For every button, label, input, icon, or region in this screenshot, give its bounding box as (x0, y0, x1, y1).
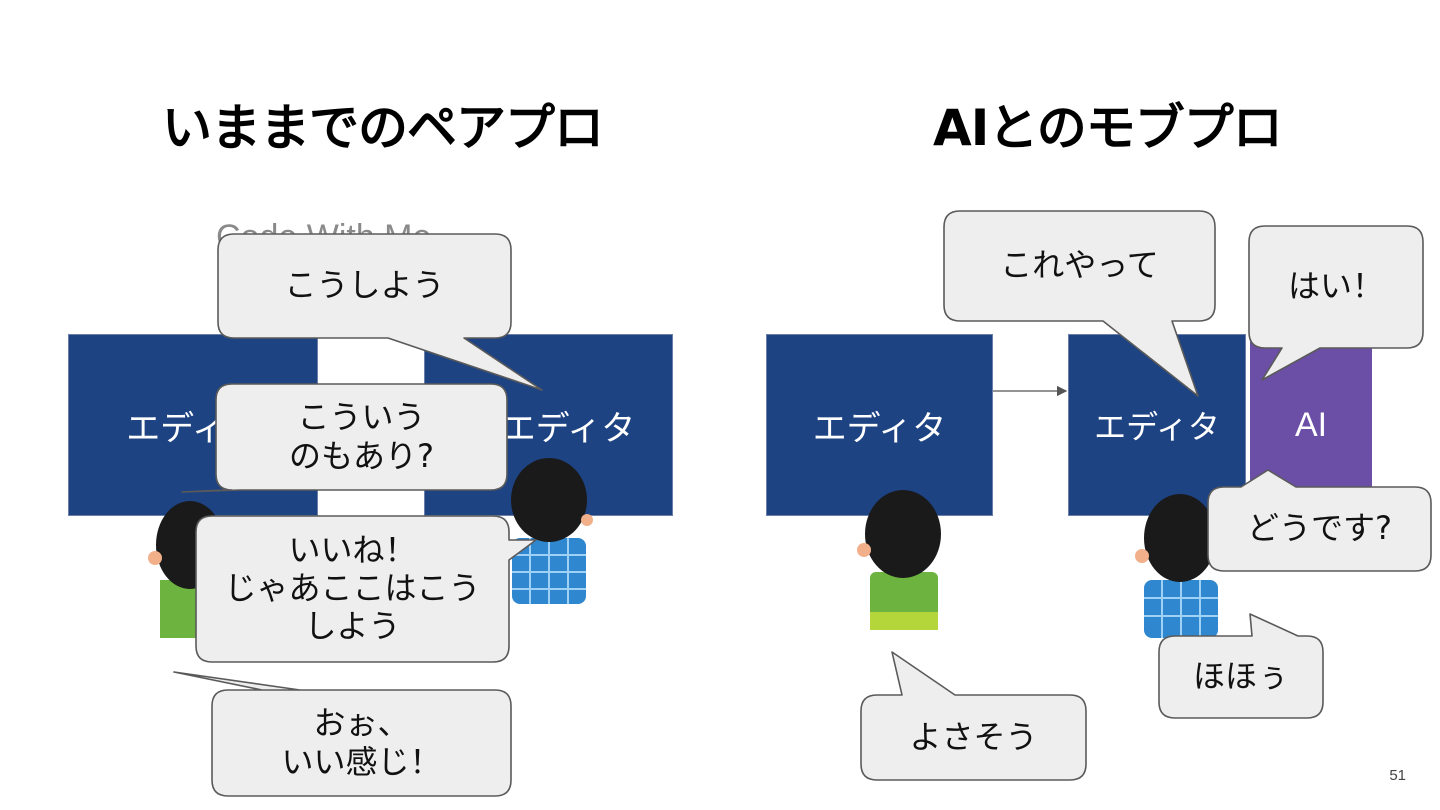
left-title: いままでのペアプロ (162, 99, 604, 157)
bubble-text-doudesu: どうです? (1247, 509, 1392, 548)
bubble-text-koushiyou: こうしよう (218, 234, 511, 338)
bubble-koreyatte (943, 210, 1216, 397)
bubble-text-hai: はい！ (1287, 267, 1384, 306)
bubble-yosasou (860, 651, 1087, 781)
bubble-iine (195, 515, 537, 663)
bubble-text-kouiu: こういう のもあり? (289, 397, 434, 475)
right-title: AIとのモブプロ (933, 99, 1283, 157)
person-blue-plaid-icon (511, 458, 593, 604)
bubble-text-iine: いいね！ じゃあここはこう しよう (224, 531, 481, 645)
person-blue-plaid-icon (1135, 494, 1218, 638)
bubble-text-oo: おぉ、 いい感じ！ (281, 703, 442, 781)
bubble-kouiu (181, 383, 508, 493)
page-number: 51 (1389, 767, 1406, 784)
bubble-text-koreyatte: これやって (1000, 246, 1159, 285)
bubble-label: こうしよう (284, 266, 445, 305)
ai-label: AI (1294, 405, 1328, 444)
editor-box-human: エディタ (766, 334, 993, 516)
bubble-text-hohou: ほほぅ (1192, 657, 1289, 696)
editor-label: エディタ (812, 408, 947, 449)
bubble-hai (1248, 225, 1424, 381)
bubble-doudesu (1207, 469, 1432, 572)
person-green-shirt-icon (857, 490, 941, 630)
bubble-koushiyou (217, 233, 543, 391)
bubble-text-yosasou: よさそう (909, 717, 1038, 756)
bubble-oo (173, 671, 512, 797)
bubble-hohou (1158, 613, 1324, 719)
editor-label: エディタ (501, 408, 636, 449)
editor-label: エディタ (1094, 408, 1220, 446)
